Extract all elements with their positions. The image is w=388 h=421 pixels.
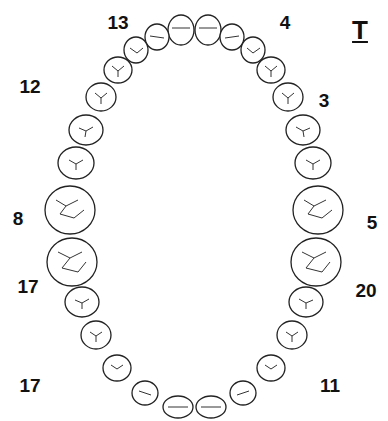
callout-number: 4 <box>280 13 291 32</box>
callout-number: 17 <box>17 277 38 296</box>
callout-number: 12 <box>19 77 40 96</box>
callout-number: 11 <box>320 376 340 395</box>
callout-number: 13 <box>107 13 128 32</box>
callout-number: 20 <box>355 281 376 300</box>
title-fragment: T <box>352 17 368 43</box>
callout-number: 17 <box>19 376 40 395</box>
callout-number: 5 <box>367 213 378 232</box>
callout-number: 8 <box>13 209 24 228</box>
callout-number: 3 <box>319 91 330 110</box>
